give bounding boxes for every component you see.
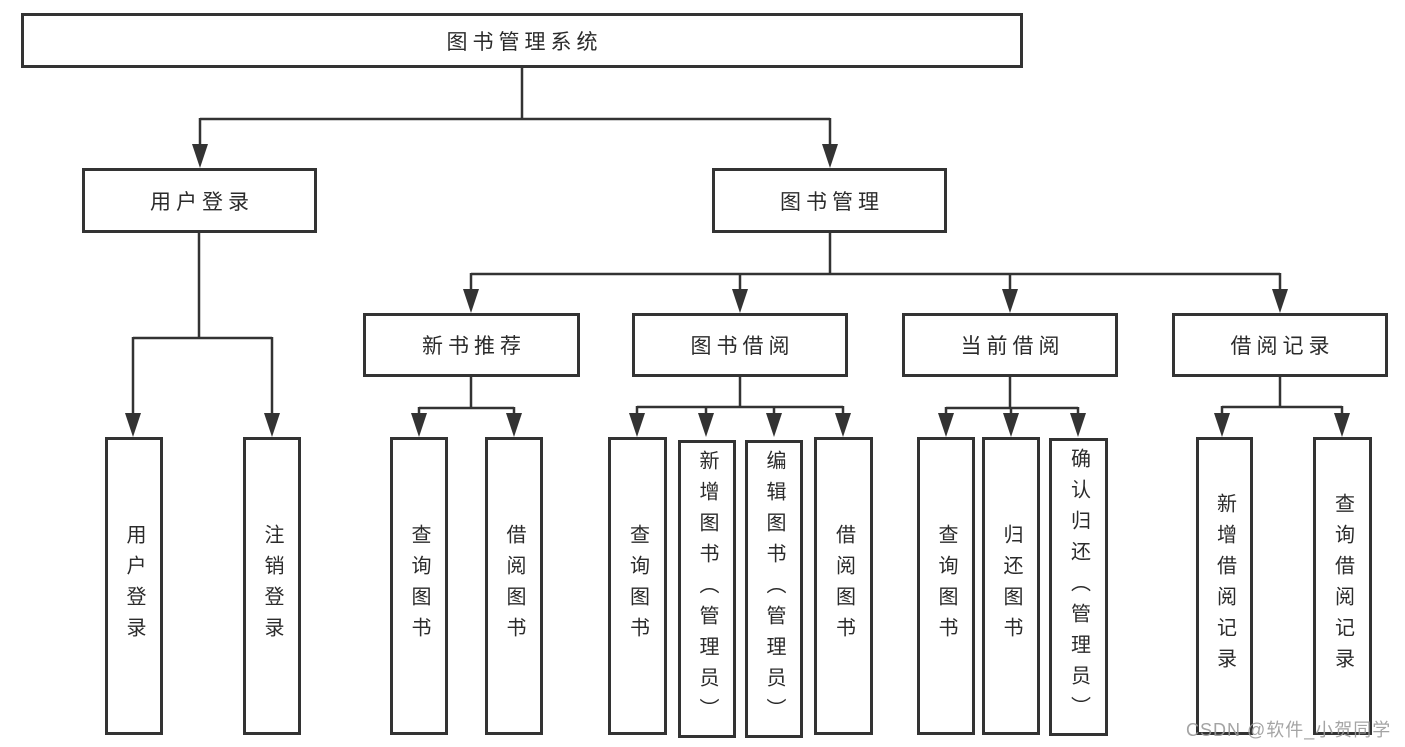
leaf-record-query-borrow-record: 查询借阅记录 bbox=[1313, 437, 1372, 735]
connector-book-mgmt-to-level2 bbox=[463, 232, 1288, 313]
leaf-record-add-borrow-record-label: 新增借阅记录 bbox=[1213, 493, 1236, 679]
leaf-borrow-query-books: 查询图书 bbox=[608, 437, 667, 735]
leaf-borrow-edit-books-admin-label: 编辑图书（管理员） bbox=[763, 449, 785, 729]
leaf-newrec-borrow-books-label: 借阅图书 bbox=[503, 524, 525, 648]
arrowhead-icon bbox=[1272, 289, 1288, 313]
leaf-current-return-books-label: 归还图书 bbox=[1000, 524, 1022, 648]
node-current-borrow-label: 当前借阅 bbox=[960, 335, 1065, 358]
connector-new-book-rec-to-leaves bbox=[411, 376, 522, 437]
leaf-newrec-borrow-books: 借阅图书 bbox=[485, 437, 543, 735]
leaf-logout-login-label: 注销登录 bbox=[261, 524, 283, 648]
arrowhead-icon bbox=[506, 413, 522, 437]
arrowhead-icon bbox=[629, 413, 645, 437]
leaf-current-confirm-return-admin: 确认归还（管理员） bbox=[1049, 438, 1108, 736]
arrowhead-icon bbox=[822, 144, 838, 168]
arrowhead-icon bbox=[938, 413, 954, 437]
node-book-borrow-label: 图书借阅 bbox=[690, 335, 795, 358]
leaf-record-query-borrow-record-label: 查询借阅记录 bbox=[1331, 493, 1354, 679]
arrowhead-icon bbox=[1214, 413, 1230, 437]
node-borrow-records-label: 借阅记录 bbox=[1230, 335, 1335, 358]
arrowhead-icon bbox=[411, 413, 427, 437]
arrowhead-icon bbox=[125, 413, 141, 437]
node-book-mgmt: 图书管理 bbox=[712, 168, 947, 233]
leaf-newrec-query-books-label: 查询图书 bbox=[408, 524, 430, 648]
arrowhead-icon bbox=[835, 413, 851, 437]
arrowhead-icon bbox=[1070, 413, 1086, 437]
node-book-mgmt-label: 图书管理 bbox=[780, 190, 884, 214]
leaf-newrec-query-books: 查询图书 bbox=[390, 437, 448, 735]
connector-borrow-records-to-leaves bbox=[1214, 376, 1350, 437]
node-user-login-label: 用户登录 bbox=[150, 190, 254, 214]
node-new-book-recommend: 新书推荐 bbox=[363, 313, 580, 377]
csdn-watermark: CSDN @软件_小贺同学 bbox=[1186, 720, 1392, 740]
arrowhead-icon bbox=[1334, 413, 1350, 437]
leaf-logout-login: 注销登录 bbox=[243, 437, 301, 735]
node-user-login: 用户登录 bbox=[82, 168, 317, 233]
arrowhead-icon bbox=[698, 413, 714, 437]
leaf-current-query-books-label: 查询图书 bbox=[935, 524, 957, 648]
leaf-borrow-borrow-books: 借阅图书 bbox=[814, 437, 873, 735]
leaf-borrow-add-books-admin-label: 新增图书（管理员） bbox=[696, 449, 718, 729]
connector-user-login-to-leaves bbox=[125, 232, 280, 437]
leaf-record-add-borrow-record: 新增借阅记录 bbox=[1196, 437, 1253, 735]
leaf-current-query-books: 查询图书 bbox=[917, 437, 975, 735]
node-book-borrow: 图书借阅 bbox=[632, 313, 848, 377]
leaf-borrow-borrow-books-label: 借阅图书 bbox=[832, 524, 855, 648]
arrowhead-icon bbox=[264, 413, 280, 437]
leaf-borrow-add-books-admin: 新增图书（管理员） bbox=[678, 440, 736, 738]
node-root-system-label: 图书管理系统 bbox=[446, 30, 603, 54]
node-current-borrow: 当前借阅 bbox=[902, 313, 1118, 377]
leaf-user-login-label: 用户登录 bbox=[123, 524, 145, 648]
node-new-book-recommend-label: 新书推荐 bbox=[422, 335, 526, 358]
leaf-user-login: 用户登录 bbox=[105, 437, 163, 735]
connector-root-to-level1 bbox=[192, 67, 838, 168]
arrowhead-icon bbox=[1002, 289, 1018, 313]
connector-current-borrow-to-leaves bbox=[938, 376, 1086, 437]
arrowhead-icon bbox=[732, 289, 748, 313]
leaf-borrow-query-books-label: 查询图书 bbox=[626, 524, 649, 648]
node-root-system: 图书管理系统 bbox=[21, 13, 1023, 68]
leaf-current-confirm-return-admin-label: 确认归还（管理员） bbox=[1067, 447, 1090, 727]
arrowhead-icon bbox=[192, 144, 208, 168]
arrowhead-icon bbox=[463, 289, 479, 313]
node-borrow-records: 借阅记录 bbox=[1172, 313, 1388, 377]
leaf-borrow-edit-books-admin: 编辑图书（管理员） bbox=[745, 440, 803, 738]
leaf-current-return-books: 归还图书 bbox=[982, 437, 1040, 735]
arrowhead-icon bbox=[1003, 413, 1019, 437]
arrowhead-icon bbox=[766, 413, 782, 437]
connector-book-borrow-to-leaves bbox=[629, 376, 851, 437]
